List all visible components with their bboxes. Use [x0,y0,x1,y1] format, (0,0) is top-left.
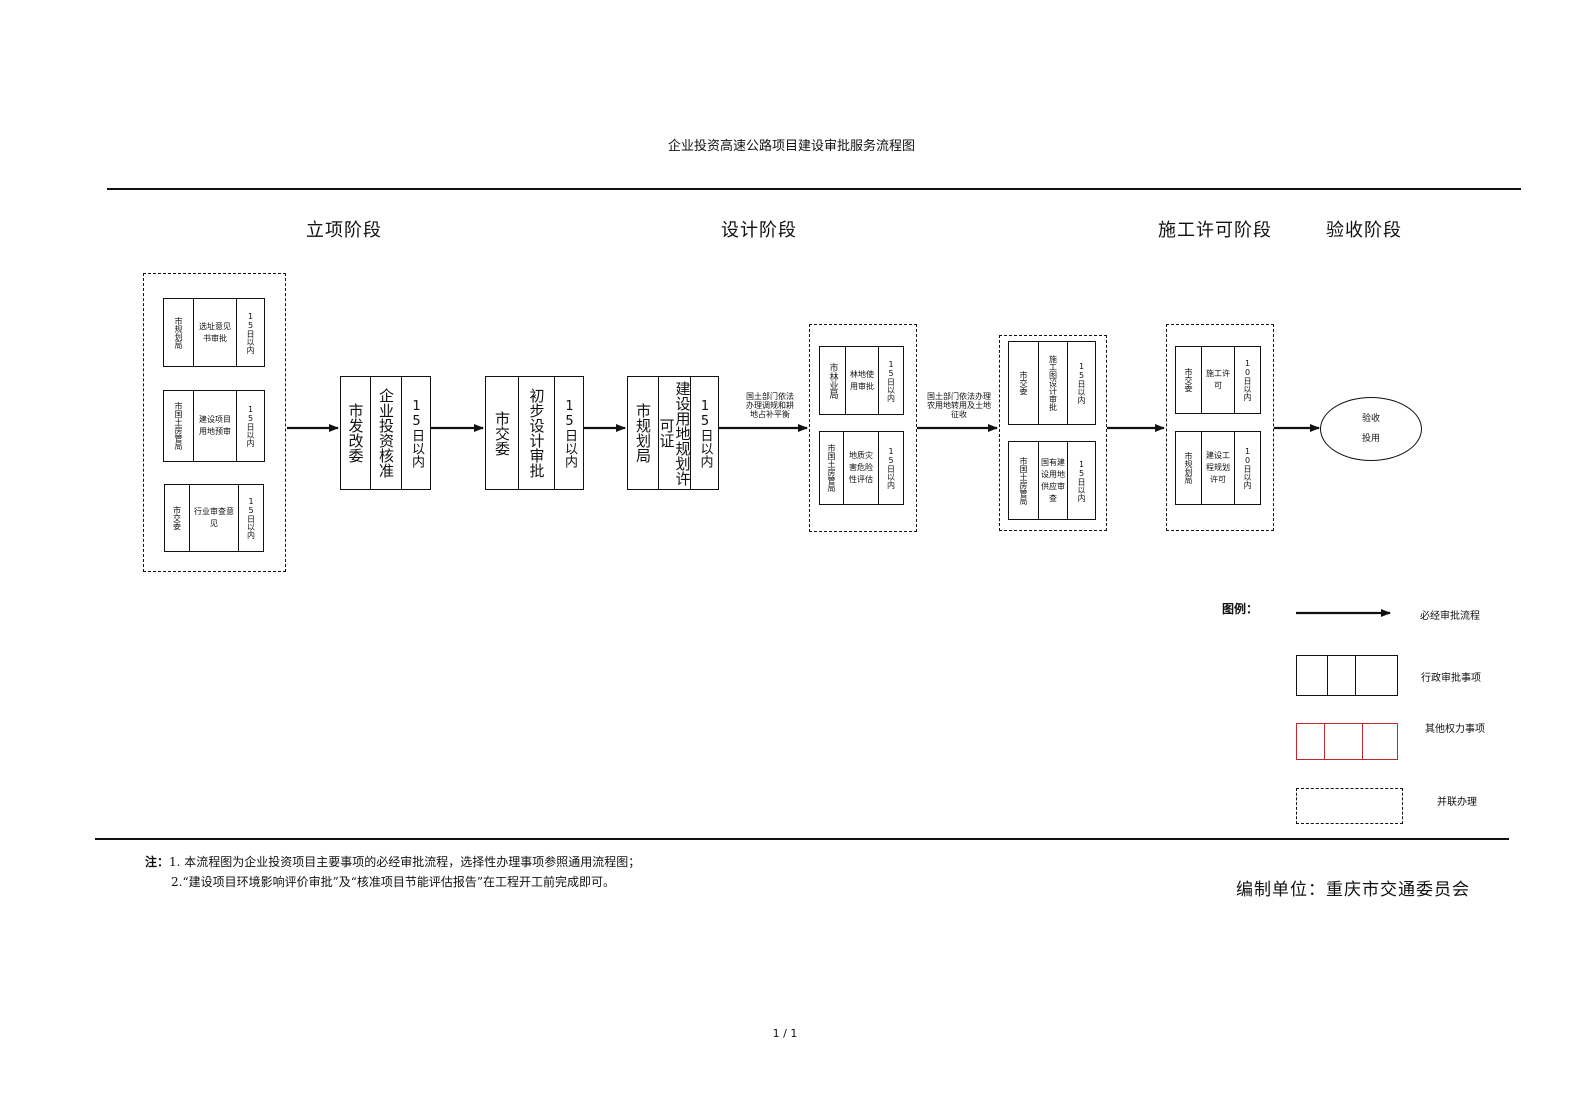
phase-sheji: 设计阶段 [721,220,797,241]
note-tiaogui: 国土部门依法办理调规和耕地占补平衡 [746,392,794,419]
legend-arrow-label: 必经审批流程 [1420,611,1480,622]
note-nongyongdi: 国土部门依法办理农用地转用及土地征收 [927,392,991,419]
box-fagaiwei: 市发改委 企业投资核准 15日以内 [340,376,431,490]
dept-label: 市规划局 [174,316,183,349]
item-label: 企业投资核准 [377,388,395,478]
dept-label: 市规划局 [634,403,652,463]
legend-other-box [1296,723,1398,760]
legend-admin-label: 行政审批事项 [1421,673,1481,684]
item-label: 国有建设用地供应审查 [1041,457,1065,503]
group-sheji [809,324,917,532]
dept-label: 市发改委 [346,403,365,463]
item-label: 施工图设计审批 [1048,355,1058,411]
time-label: 15日以内 [1077,459,1086,502]
time-label: 15日以内 [562,398,577,468]
time-label: 15日以内 [246,497,256,539]
final-line1: 验收 [1361,414,1380,424]
legend-other-label: 其他权力事项 [1425,724,1485,735]
legend-parallel-box [1296,788,1403,824]
notes-block: 注：1. 本流程图为企业投资项目主要事项的必经审批流程，选择性办理事项参照通用流… [145,852,640,892]
item-label: 选址意见书审批 [199,321,231,343]
dept-label: 市交委 [1019,371,1028,395]
item-label: 林地使用审批 [850,369,874,391]
time-label: 10日以内 [1243,447,1252,489]
item-label: 初步设计审批 [527,388,546,478]
legend-admin-box [1296,655,1398,696]
page-number: 1 / 1 [772,1027,798,1040]
time-label: 10日以内 [1243,359,1252,401]
notes-label: 注： [145,855,170,869]
dept-label: 市交委 [1184,368,1193,392]
item-label: 地质灾害危险性评估 [849,451,873,484]
dept-label: 市规划局 [1184,452,1193,484]
phase-lixiang: 立项阶段 [306,220,382,241]
item-gongcheng-guihua: 市规划局 建设工程规划许可 10日以内 [1175,431,1261,505]
final-yanshou-touyong: 验收 投用 [1320,397,1422,461]
note-line-2: 2.“建设项目环境影响评价审批”及“核准项目节能评估报告”在工程开工前完成即可。 [171,875,615,889]
time-label: 15日以内 [886,359,896,402]
item-guoyou-yongdi: 市国土房管局 国有建设用地供应审查 15日以内 [1008,441,1096,520]
phase-shigong: 施工许可阶段 [1158,220,1272,241]
bottom-rule [95,838,1509,840]
legend-parallel-label: 并联办理 [1437,797,1477,808]
time-label: 15日以内 [246,311,255,354]
item-label: 建设项目用地预审 [199,415,231,436]
final-line2: 投用 [1361,434,1380,444]
box-guihua-yongdi: 市规划局 建设用地规划许可证 15日以内 [627,376,719,490]
item-dizhi-zaihai: 市国土房管局 地质灾害危险性评估 15日以内 [819,431,904,505]
phase-yanshou: 验收阶段 [1326,220,1402,241]
dept-label: 市国土房管局 [174,402,183,450]
item-label: 行业审查意见 [194,507,234,528]
group-shigongxuke [1166,324,1274,531]
dept-label: 市国土房管局 [827,444,836,492]
item-label: 施工许可 [1206,369,1230,390]
time-label: 15日以内 [886,447,896,489]
item-yongdi-yushen: 市国土房管局 建设项目用地预审 15日以内 [163,390,265,462]
item-xuanzhi: 市规划局 选址意见书审批 15日以内 [163,298,265,367]
note-line-1: 1. 本流程图为企业投资项目主要事项的必经审批流程，选择性办理事项参照通用流程图… [169,855,641,869]
time-label: 15日以内 [409,398,424,468]
dept-label: 市交委 [172,506,182,530]
dept-label: 市国土房管局 [1019,456,1028,505]
time-label: 15日以内 [1077,362,1086,404]
legend-title: 图例： [1222,602,1259,616]
item-lindi: 市林业局 林地使用审批 15日以内 [819,346,904,415]
group-lixiang [143,273,286,572]
group-shigongtu [999,335,1107,531]
item-shigongtu: 市交委 施工图设计审批 15日以内 [1008,341,1096,425]
top-rule [107,188,1521,190]
time-label: 15日以内 [246,405,255,447]
item-label: 建设用地规划许可证 [657,380,692,486]
dept-label: 市交委 [493,410,511,456]
item-hangye-shencha: 市交委 行业审查意见 15日以内 [164,484,264,552]
dept-label: 市林业局 [827,362,838,399]
box-jiaowei-chubu: 市交委 初步设计审批 15日以内 [485,376,584,490]
item-label: 建设工程规划许可 [1206,451,1230,484]
page-title: 企业投资高速公路项目建设审批服务流程图 [667,139,915,154]
item-shigong-xuke: 市交委 施工许可 10日以内 [1175,346,1261,414]
compiler-unit: 编制单位：重庆市交通委员会 [1236,880,1470,900]
time-label: 15日以内 [697,398,713,468]
